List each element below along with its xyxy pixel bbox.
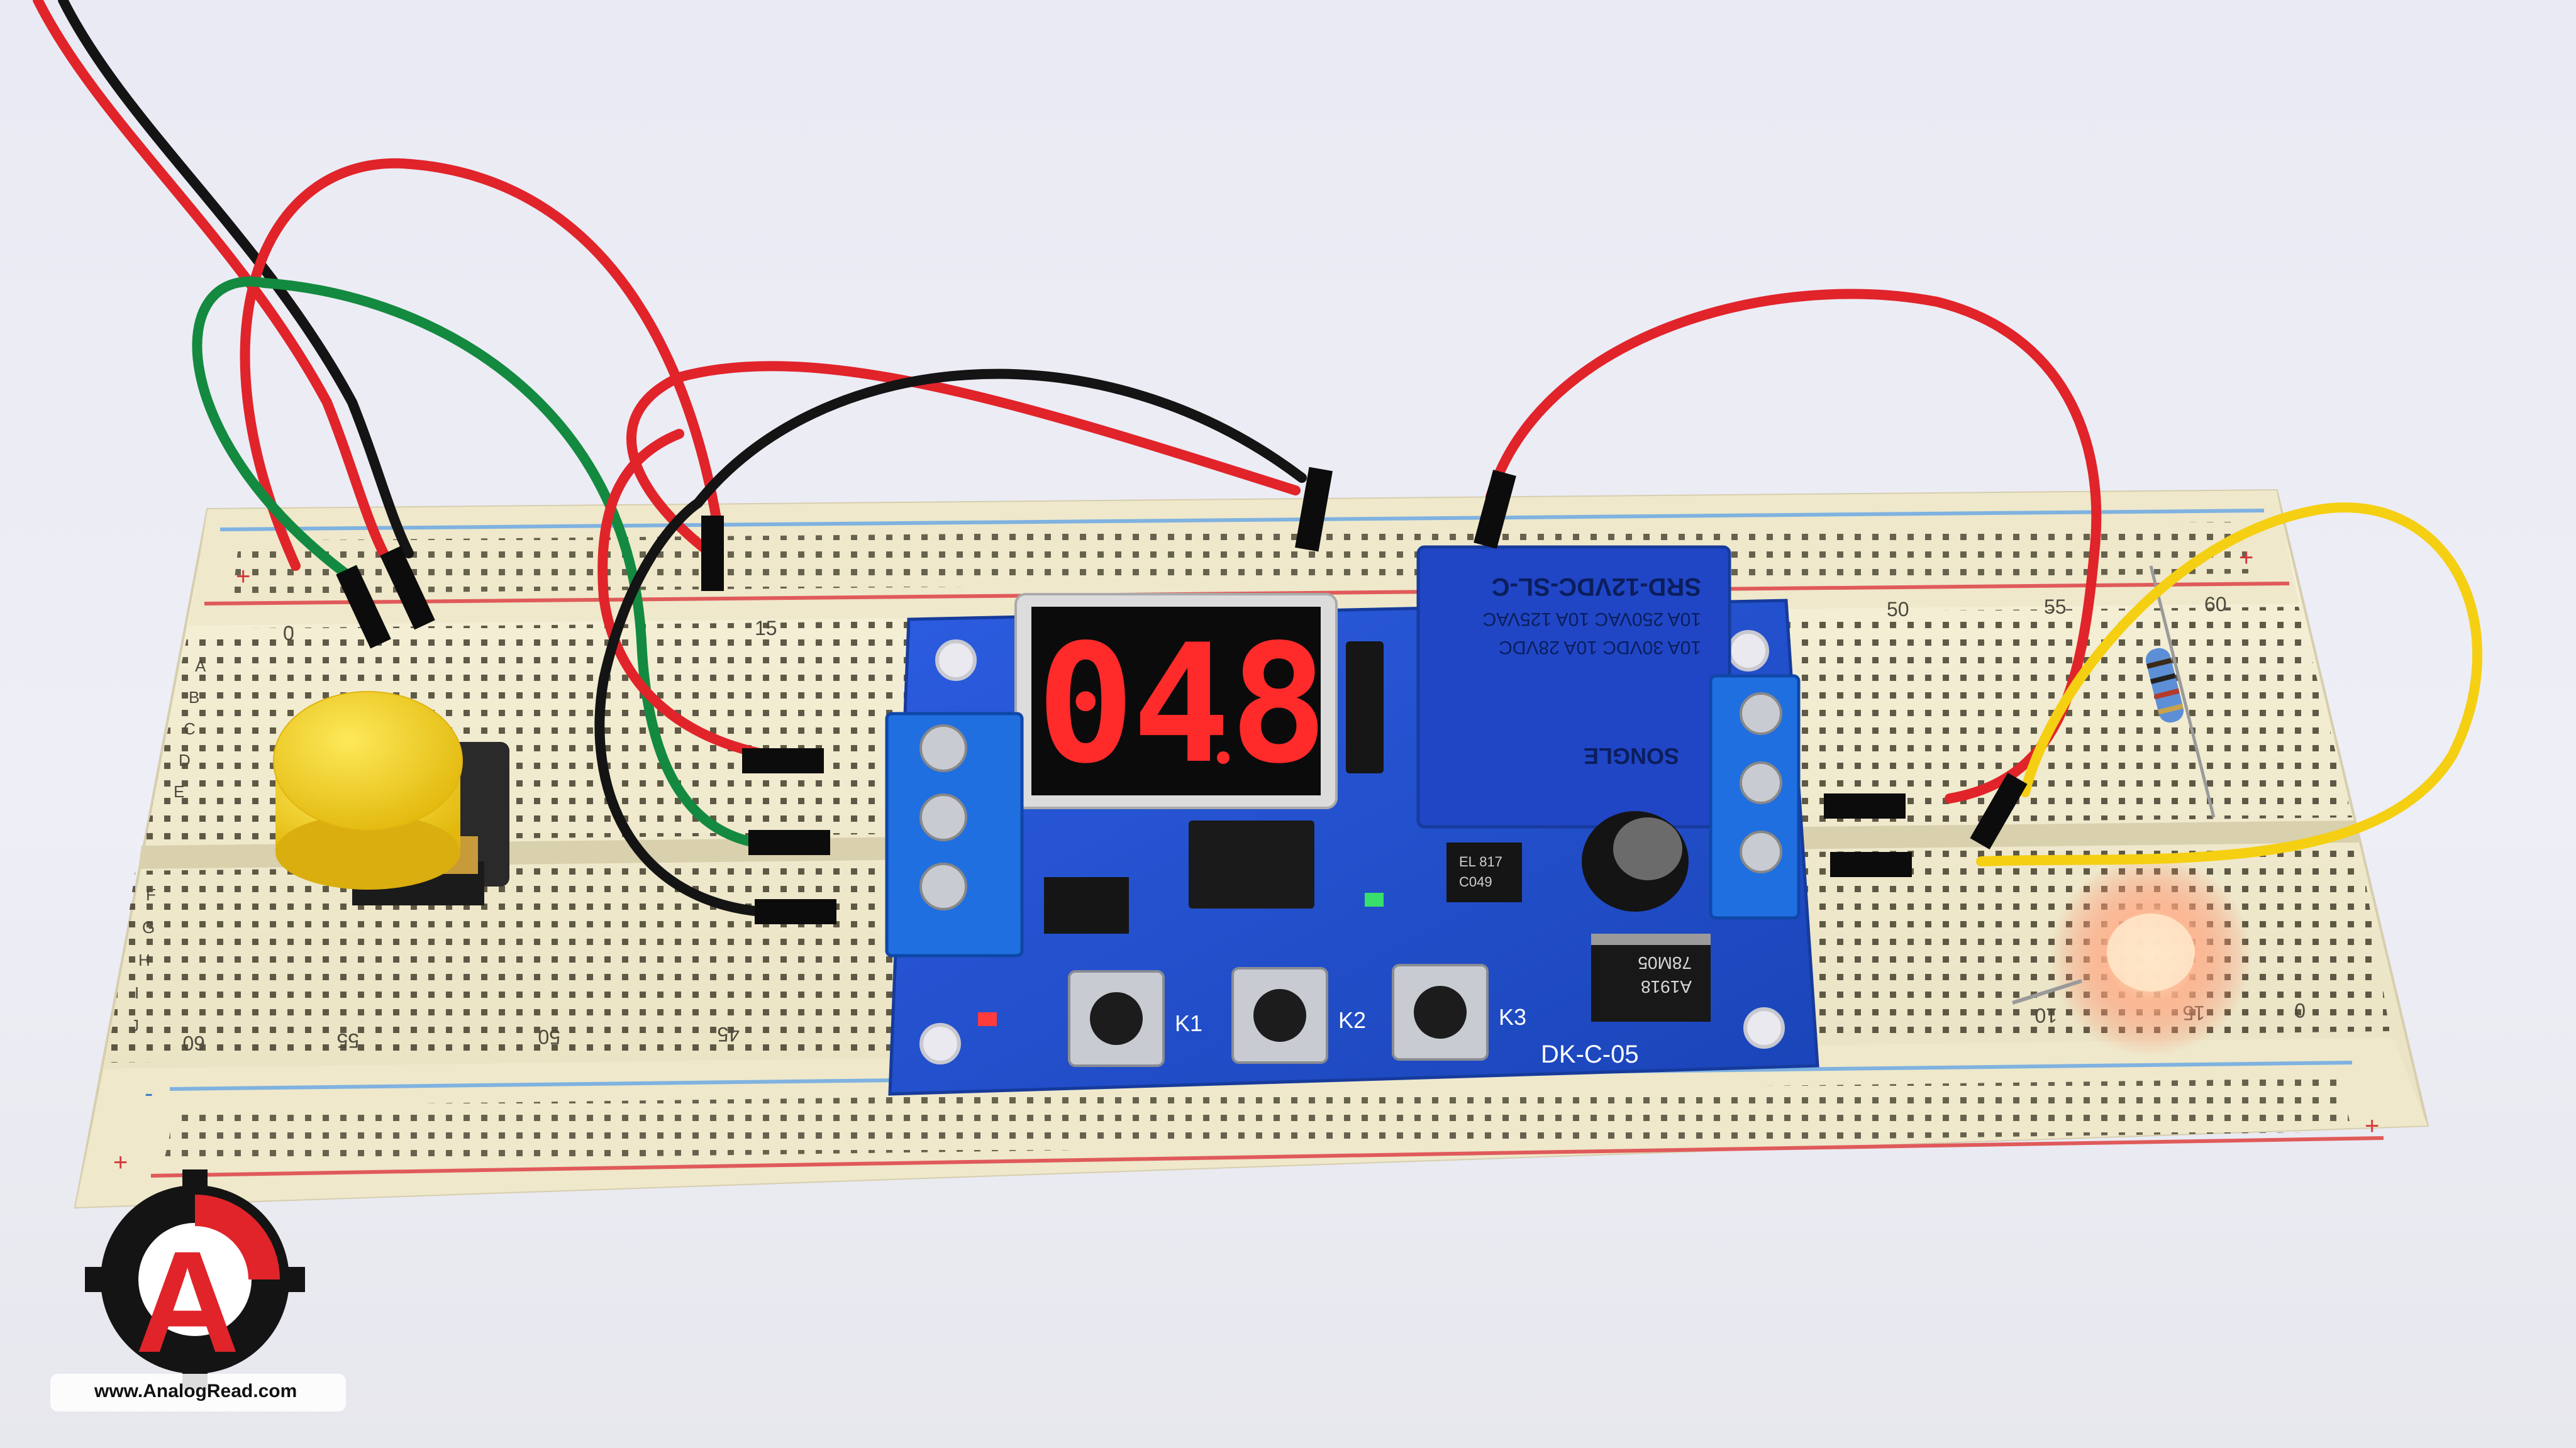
mount-hole — [1728, 630, 1769, 671]
display-digit-2: 4 — [1132, 610, 1231, 800]
row-letter: E — [174, 782, 184, 801]
regulator-model: 78M05 — [1638, 953, 1692, 973]
wire-red-loop — [240, 158, 722, 571]
col-num-bottom-4: 10 — [2035, 1004, 2057, 1027]
led-green-pcb — [1365, 893, 1384, 907]
led-red-pcb — [978, 1012, 997, 1026]
wire-connector — [1295, 467, 1333, 552]
resistor — [2145, 565, 2216, 818]
microcontroller-ic — [1189, 821, 1314, 909]
display-digit-3: 8 — [1230, 610, 1328, 800]
wire-red-to-terminal — [626, 361, 1301, 558]
wire-red-lower — [597, 429, 823, 766]
button-k2-label: K2 — [1338, 1007, 1366, 1033]
row-letter: F — [146, 885, 156, 904]
wire-connector — [380, 546, 435, 630]
wire-yellow-loop — [1976, 502, 2483, 866]
col-num-bottom-6: 0 — [2294, 999, 2306, 1022]
rail-minus-bottom-left: - — [145, 1080, 153, 1107]
wire-connector — [336, 565, 391, 649]
relay-rating-2: 10A 30VDC 10A 28VDC — [1499, 637, 1701, 658]
relay-model: SRD-12VDC-SL-C — [1492, 573, 1701, 600]
row-letter: D — [179, 751, 191, 770]
button-k3-label: K3 — [1499, 1004, 1526, 1030]
jumper-wires — [33, 0, 2483, 924]
logo-letter: A — [135, 1221, 240, 1383]
breadboard: + + + + - 0 15 45 50 55 60 60 55 50 45 1… — [74, 489, 2429, 1209]
regulator-code: A1918 — [1641, 977, 1692, 997]
col-num-bottom-0: 60 — [182, 1032, 205, 1054]
row-letter: I — [135, 983, 139, 1002]
wire-connector — [1970, 773, 2028, 849]
module-model-label: DK-C-05 — [1541, 1041, 1639, 1068]
wire-connector — [1824, 793, 1906, 819]
glowing-led — [2012, 855, 2251, 1056]
wire-red-top-left — [33, 0, 389, 558]
relay-rating-1: 10A 250VAC 10A 125VAC — [1483, 609, 1701, 629]
mount-hole — [1743, 1007, 1785, 1049]
wire-connector — [755, 899, 836, 924]
col-num-top-3: 50 — [1887, 598, 1909, 621]
relay-brand: SONGLE — [1584, 743, 1679, 769]
screw-icon — [919, 724, 967, 772]
rail-plus-bottom-left: + — [113, 1149, 128, 1176]
wire-green-loop — [192, 276, 760, 848]
optocoupler-right — [1446, 843, 1522, 902]
col-num-top-1: 15 — [755, 617, 777, 639]
watermark-url: www.AnalogRead.com — [94, 1381, 297, 1401]
col-num-top-5: 60 — [2204, 593, 2227, 616]
screw-icon — [1740, 761, 1782, 804]
button-k2[interactable]: K2 — [1231, 967, 1366, 1064]
optocoupler-code: C049 — [1459, 874, 1492, 890]
button-k1-label: K1 — [1175, 1010, 1202, 1036]
row-letter: J — [131, 1016, 139, 1035]
rail-plus-bottom-right: + — [2365, 1112, 2379, 1140]
button-k3[interactable]: K3 — [1392, 964, 1526, 1061]
rail-plus-top-right: + — [2239, 544, 2253, 572]
yellow-push-button — [273, 691, 509, 905]
button-k1[interactable]: K1 — [1068, 970, 1202, 1067]
jumper — [1346, 641, 1384, 773]
delay-relay-module: 0 4 8 SRD-12VDC-SL-C 10A 250VAC 10A 125V… — [885, 545, 1819, 1096]
row-letters-top: A B C D E — [174, 656, 206, 801]
wire-connector — [701, 516, 724, 591]
screw-icon — [1740, 692, 1782, 735]
optocoupler-left — [1044, 877, 1129, 934]
screw-icon — [919, 793, 967, 841]
screw-icon — [919, 863, 967, 910]
col-num-bottom-3: 45 — [717, 1023, 740, 1046]
rail-plus-top-left: + — [236, 563, 250, 590]
wire-black-top-left — [58, 0, 414, 558]
row-letter: B — [189, 688, 199, 707]
display-decimal-point — [1217, 751, 1230, 764]
wire-connector — [1830, 852, 1912, 877]
wire-connector — [748, 830, 830, 855]
row-letter: C — [184, 719, 196, 738]
col-num-bottom-1: 55 — [336, 1029, 359, 1052]
voltage-regulator — [1591, 934, 1711, 1022]
wire-black-arc — [594, 368, 1307, 917]
col-num-bottom-2: 50 — [538, 1025, 560, 1048]
optocoupler-label: EL 817 — [1459, 854, 1502, 870]
display-digit-1: 0 — [1036, 610, 1135, 800]
screw-icon — [1740, 831, 1782, 873]
analogread-logo: A — [50, 1169, 346, 1412]
row-letter: A — [195, 656, 206, 675]
col-num-top-4: 55 — [2044, 595, 2067, 618]
row-letter: H — [138, 951, 150, 970]
row-letters-bottom: F G H I J — [131, 885, 156, 1035]
row-letter: G — [142, 918, 155, 937]
wire-connector — [742, 748, 824, 773]
wire-connector — [1474, 470, 1516, 549]
mount-hole — [919, 1023, 961, 1064]
mount-hole — [935, 639, 977, 681]
col-num-top-0: 0 — [283, 622, 294, 644]
